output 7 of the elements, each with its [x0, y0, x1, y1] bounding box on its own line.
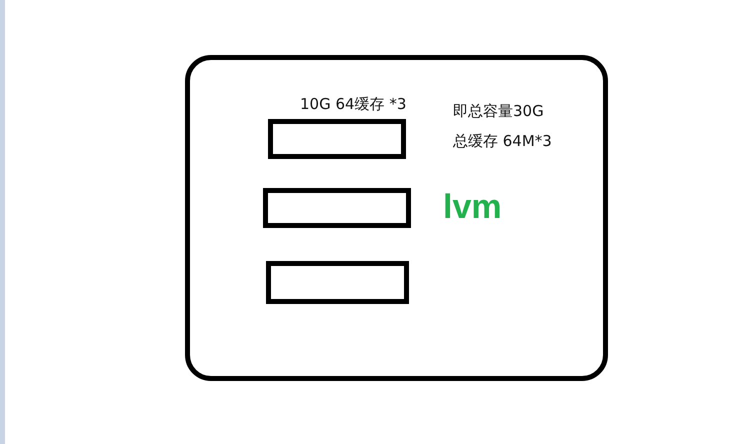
drive-box: [266, 261, 409, 304]
cache-note: 总缓存 64M*3: [453, 132, 552, 150]
volume-label: lvm: [443, 188, 502, 226]
box-heading: 10G 64缓存 *3: [300, 95, 406, 113]
drive-box: [263, 188, 411, 228]
capacity-note: 即总容量30G: [453, 102, 544, 120]
rounded-frame: [185, 55, 608, 381]
